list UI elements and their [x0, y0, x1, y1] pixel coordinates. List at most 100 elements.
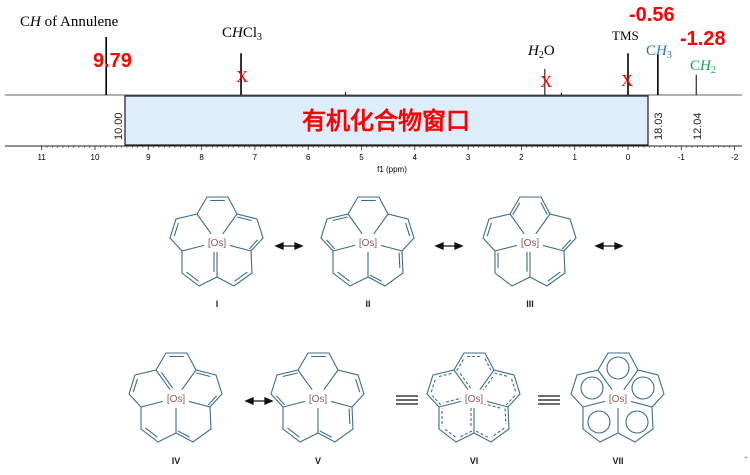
double-bond-line	[438, 372, 454, 378]
os-carbon-bond	[155, 369, 171, 391]
aromatic-ring-circle	[606, 356, 630, 380]
x-tick-label: 9	[146, 153, 151, 162]
double-bond-line	[369, 274, 382, 282]
structure-III: [Os] III	[482, 196, 577, 309]
os-carbon-bond	[535, 213, 551, 235]
double-bond-line	[275, 395, 286, 406]
double-bond-line	[207, 395, 218, 406]
impurity-mark-h2o: X	[540, 72, 552, 91]
overlay-box	[124, 95, 649, 146]
double-bond-line	[398, 252, 401, 268]
ring-perimeter	[426, 352, 521, 443]
double-bond-line	[484, 358, 492, 371]
structure-II: [Os]II	[320, 196, 415, 309]
os-carbon-bond	[327, 400, 353, 408]
tms-label: TMS	[612, 28, 639, 43]
double-bond-line	[511, 378, 517, 393]
double-bond-line	[561, 239, 572, 250]
double-bond-line	[491, 427, 505, 438]
annulene-label: CH of Annulene	[20, 14, 119, 30]
os-carbon-bond	[453, 369, 469, 391]
x-tick-label: -1	[678, 153, 686, 162]
double-bond-line	[431, 395, 442, 406]
shift-label-annulene: 9.79	[93, 50, 132, 72]
equivalence-sign	[396, 395, 418, 405]
os-label-bg	[517, 234, 543, 248]
x-tick-label: 4	[413, 153, 418, 162]
os-carbon-bond	[597, 369, 613, 391]
double-bond-line	[505, 395, 516, 406]
integral-annulene: 10.00	[113, 112, 125, 140]
aromatic-ring-circle	[580, 376, 604, 400]
os-carbon-bond	[494, 243, 521, 252]
connectors	[244, 242, 624, 405]
os-label-bg	[461, 390, 487, 404]
os-carbon-bond	[185, 400, 211, 408]
x-tick-label: 8	[199, 153, 204, 162]
structure-label: V	[315, 456, 321, 466]
double-bond-line	[173, 222, 179, 237]
double-bond-line	[475, 430, 488, 438]
osmium-label: [Os]	[208, 238, 227, 249]
overlay-text: 有机化合物窗口	[302, 107, 470, 135]
os-carbon-bond	[438, 399, 465, 408]
structure-V: [Os]V	[270, 352, 365, 466]
osmium-label: [Os]	[521, 238, 540, 249]
os-carbon-bond	[181, 243, 208, 252]
os-carbon-bond	[483, 400, 509, 408]
os-label-bg	[163, 390, 189, 404]
structure-label: I	[216, 299, 219, 309]
double-bond-line	[405, 222, 411, 237]
chcl3-label: CHCl3	[222, 25, 262, 43]
os-carbon-bond	[582, 399, 609, 408]
double-bond-line	[486, 222, 492, 237]
double-bond-line	[430, 378, 436, 393]
structure-VI: [Os]VI	[426, 352, 521, 466]
resonance-structures: [Os]I[Os]II[Os]III[Os]IV[Os]V[Os]VI[Os]V…	[128, 196, 665, 466]
impurity-mark-chcl3: X	[236, 67, 248, 86]
osmium-label: [Os]	[465, 394, 484, 405]
shift-label-ch3: -0.56	[629, 4, 675, 26]
double-bond-line	[443, 427, 456, 438]
integral-ch3: 18.03	[653, 112, 665, 140]
double-bond-line	[248, 239, 259, 250]
os-carbon-bond	[226, 244, 252, 252]
ring-perimeter	[128, 352, 223, 443]
double-bond-line	[325, 239, 336, 250]
resonance-arrow	[244, 397, 274, 405]
double-bond-line	[319, 430, 332, 438]
ring-perimeter	[270, 352, 365, 443]
double-bond-line	[512, 202, 521, 215]
structure-label: III	[526, 299, 534, 309]
x-tick-label: 3	[466, 153, 471, 162]
ring-perimeter	[570, 352, 665, 443]
os-label-bg	[355, 234, 381, 248]
os-carbon-bond	[623, 369, 639, 391]
x-tick-label: 7	[253, 153, 258, 162]
double-bond-line	[145, 427, 158, 438]
x-tick-label: 10	[91, 153, 100, 162]
os-carbon-bond	[323, 369, 339, 391]
x-tick-label: 11	[38, 153, 47, 162]
os-carbon-bond	[181, 369, 197, 391]
resonance-arrow	[274, 242, 304, 250]
os-carbon-bond	[373, 213, 389, 235]
double-bond-line	[459, 430, 473, 438]
os-carbon-bond	[297, 369, 313, 391]
double-bond-line	[458, 372, 472, 389]
ring-perimeter	[169, 196, 264, 287]
double-bond-line	[540, 202, 548, 215]
h2o-label: H2O	[527, 43, 555, 61]
osmium-label: [Os]	[167, 394, 186, 405]
os-carbon-bond	[332, 243, 359, 252]
ch3-label: CH3	[646, 43, 672, 61]
double-bond-line	[196, 372, 211, 378]
x-axis-label: f1 (ppm)	[377, 165, 407, 174]
impurity-mark-tms: X	[621, 71, 633, 90]
resonance-arrow	[434, 242, 464, 250]
ring-perimeter	[482, 196, 577, 287]
os-label-bg	[305, 390, 331, 404]
